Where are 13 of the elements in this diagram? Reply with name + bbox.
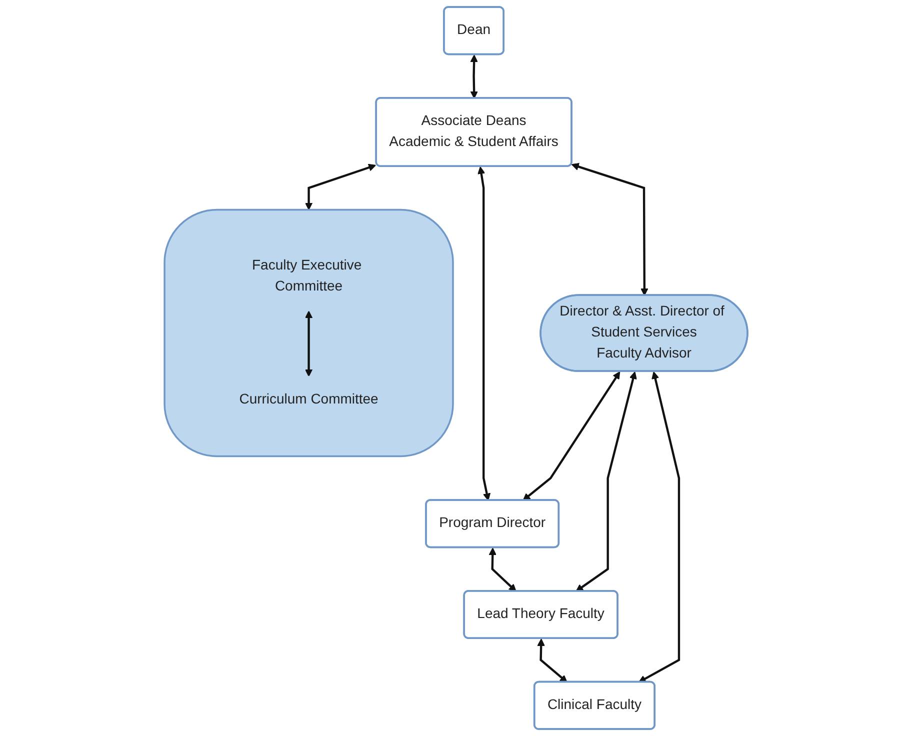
arrow — [571, 162, 648, 296]
arrow — [304, 310, 313, 377]
cluster — [164, 208, 454, 458]
arrow — [537, 638, 568, 683]
arrow — [522, 371, 620, 501]
node-text: Curriculum Committee — [239, 392, 378, 407]
arrow — [638, 371, 680, 683]
arrow — [478, 166, 491, 501]
arrow — [470, 54, 478, 99]
arrow — [488, 548, 516, 592]
node-text: Faculty Executive Committee — [252, 258, 362, 294]
arrow — [576, 371, 637, 592]
arrow — [304, 164, 376, 210]
